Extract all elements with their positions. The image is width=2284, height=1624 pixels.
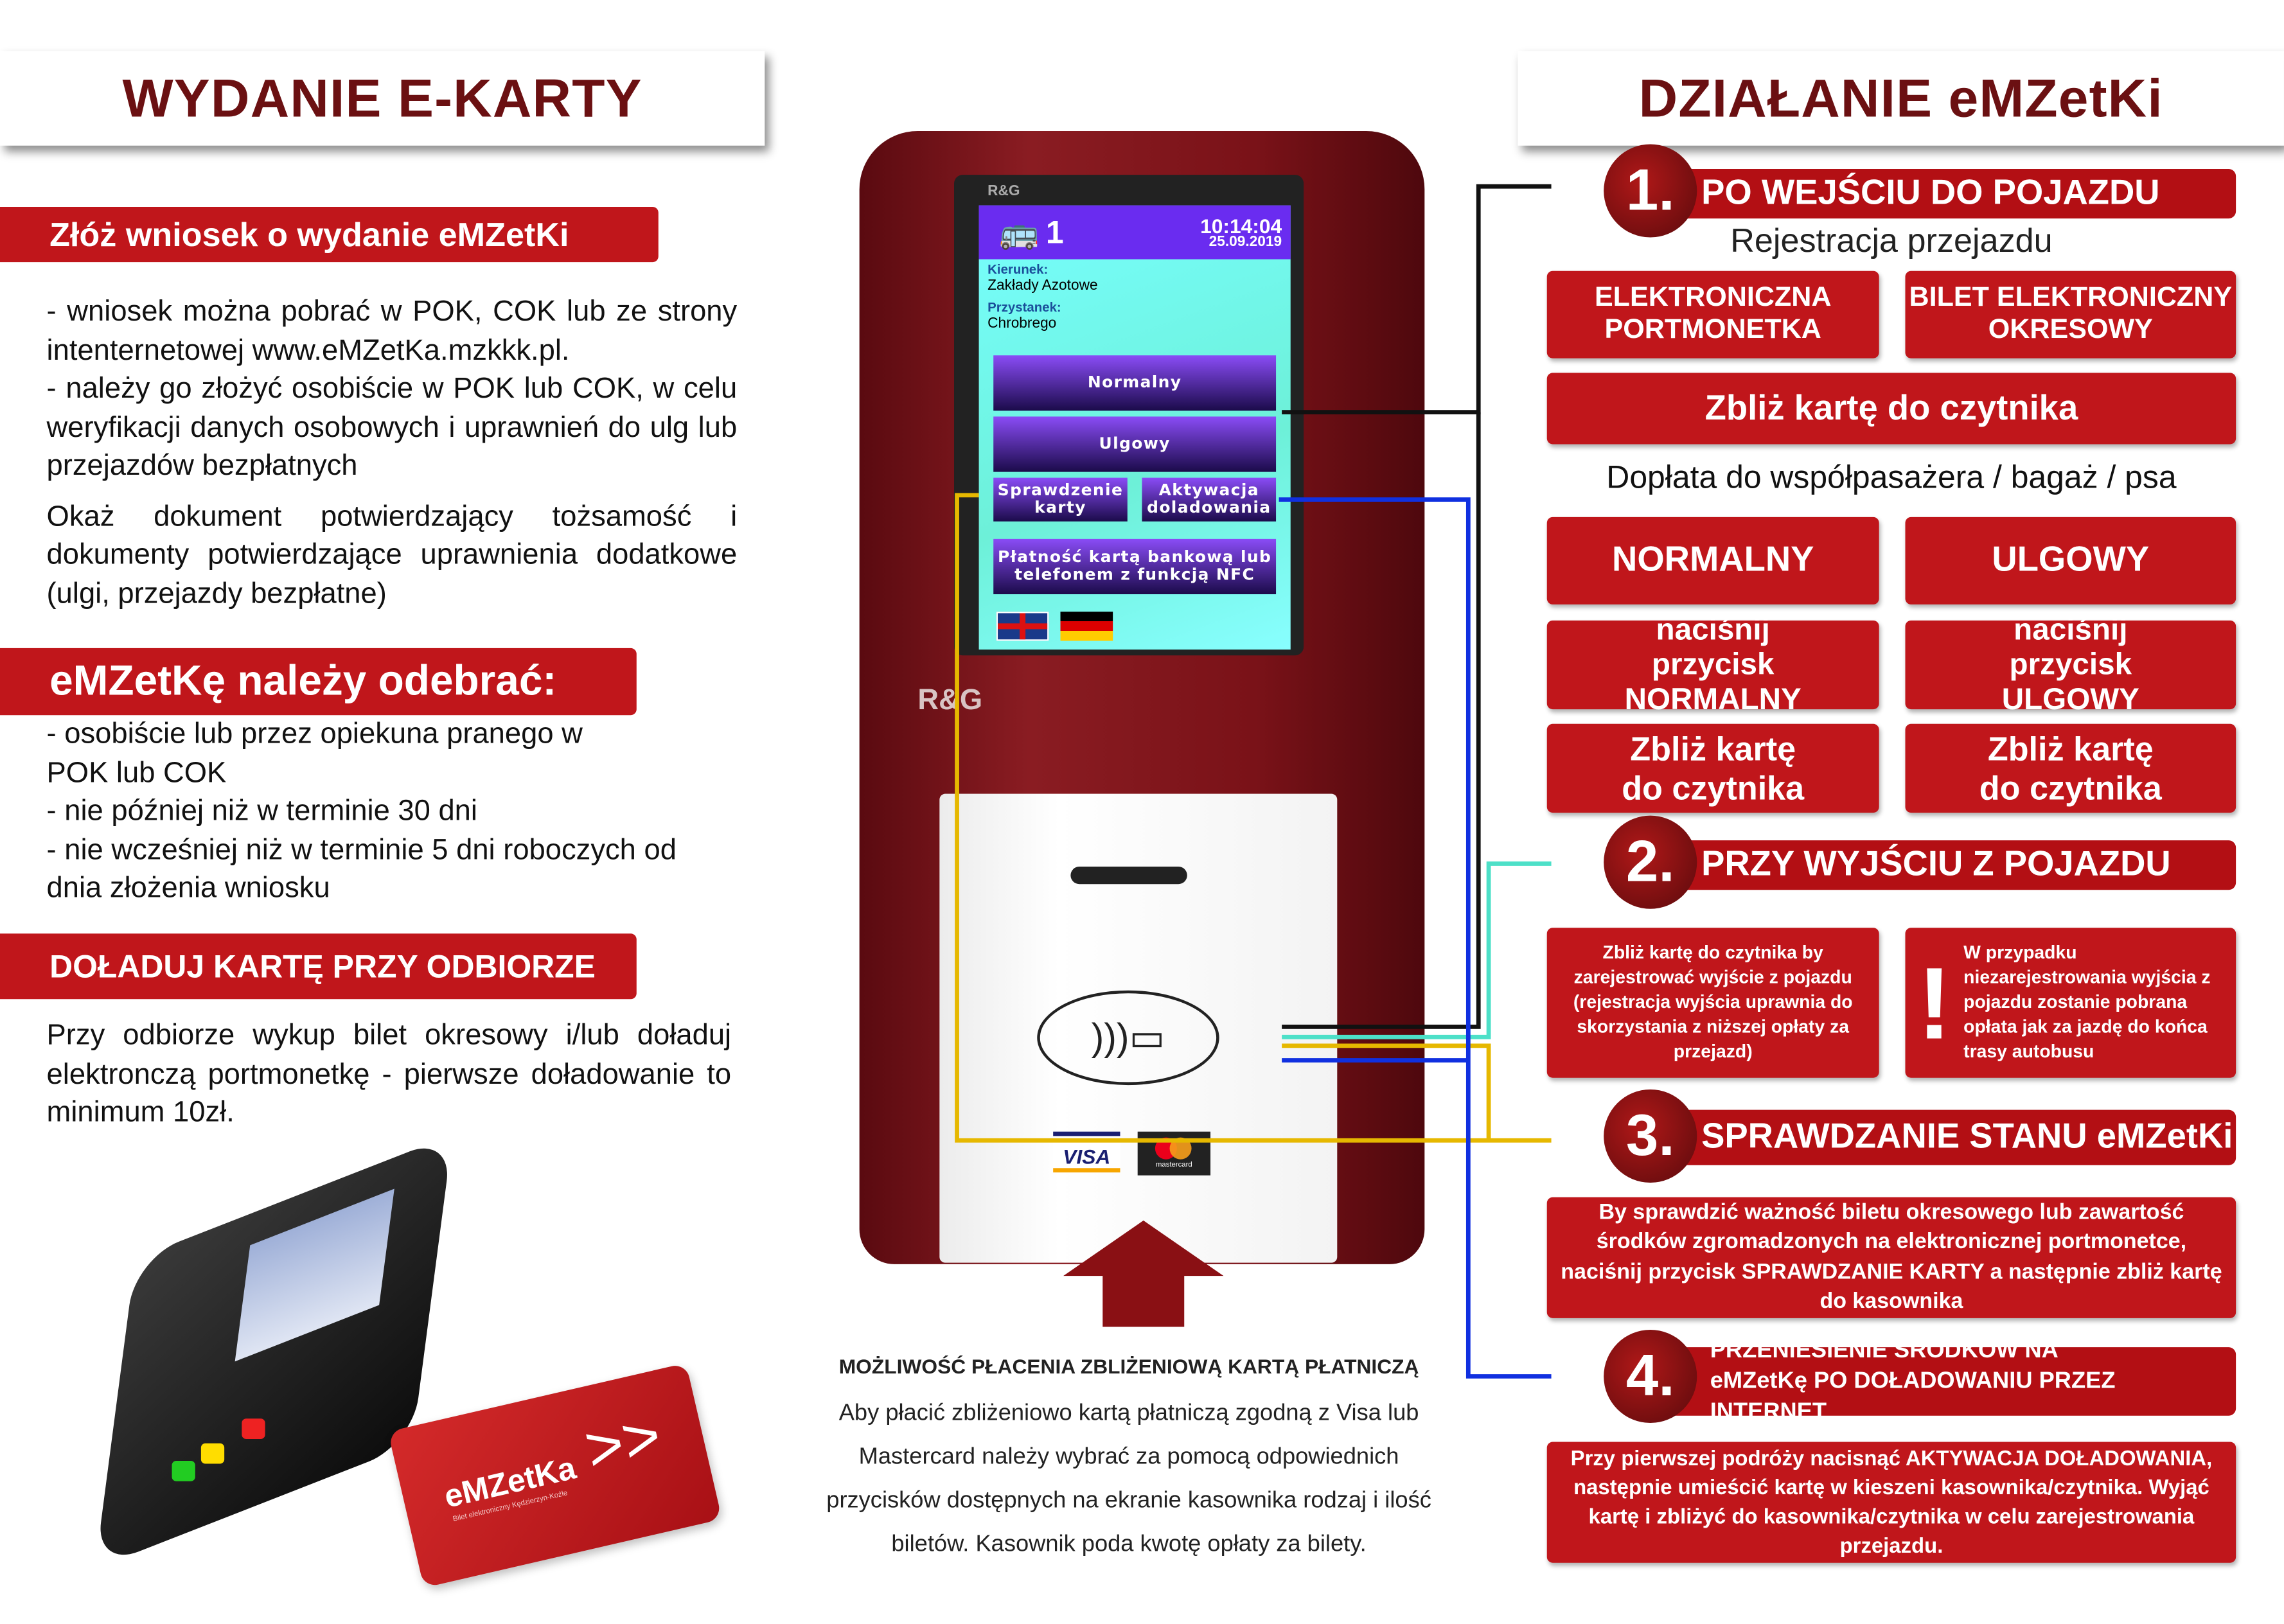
- black-line: [1282, 184, 1552, 415]
- pickup-list: - osobiście lub przez opiekuna pranego w…: [47, 715, 738, 908]
- list-item: - osobiście lub przez opiekuna pranego w…: [46, 718, 583, 789]
- line-number: 1: [1045, 214, 1064, 251]
- left-title: WYDANIE E-KARTY: [0, 51, 765, 146]
- nfc-payment-button[interactable]: Płatność kartą bankową lub telefonem z f…: [993, 538, 1277, 595]
- stop-label: Przystanek:: [987, 300, 1061, 315]
- step-number: 1.: [1604, 144, 1697, 238]
- direction-label: Kierunek:: [987, 262, 1049, 277]
- exit-warning-box: ! W przypadku niezarejestrowania wyjścia…: [1905, 928, 2236, 1078]
- activate-topup-button[interactable]: Aktywacja doladowania: [1142, 477, 1277, 522]
- check-card-button[interactable]: Sprawdzenie karty: [993, 477, 1128, 522]
- reduced-ticket-button[interactable]: Ulgowy: [993, 416, 1277, 472]
- yellow-line: [955, 493, 1552, 1143]
- step3-title: SPRAWDZANIE STANU eMZetKi: [1660, 1109, 2236, 1165]
- contactless-icon: )))▭: [1037, 990, 1219, 1086]
- step4-title: PRZENIESIENIE ŚRODKÓW NA eMZetKę PO DOŁA…: [1660, 1339, 2236, 1424]
- arrow-up-icon: [1063, 1220, 1224, 1276]
- direction-value: Zakłady Azotowe: [987, 278, 1098, 294]
- date: 25.09.2019: [1208, 234, 1282, 251]
- application-text: - wniosek można pobrać w POK, COK lub ze…: [47, 293, 738, 613]
- english-flag-icon[interactable]: [996, 612, 1049, 641]
- step-number: 3.: [1604, 1089, 1697, 1183]
- blue-line: [1279, 497, 1552, 1379]
- card-slot: [1070, 866, 1187, 885]
- section-heading-pickup: eMZetKę należy odebrać:: [0, 648, 637, 716]
- contactless-payment-info: MOŻLIWOŚĆ PŁACENIA ZBLIŻENIOWĄ KARTĄ PŁA…: [786, 1354, 1471, 1567]
- step-number: 4.: [1604, 1329, 1697, 1424]
- clock: 10:14:04: [1200, 214, 1282, 238]
- paragraph: - wniosek można pobrać w POK, COK lub ze…: [46, 296, 738, 367]
- info-line: przycisków dostępnych na ekranie kasowni…: [826, 1488, 1431, 1514]
- brand-mini: R&G: [987, 183, 1020, 200]
- paragraph: - należy go złożyć osobiście w POK lub C…: [46, 373, 738, 482]
- step1-title: PO WEJŚCIU DO POJAZDU: [1660, 168, 2236, 219]
- list-item: - nie wcześniej niż w terminie 5 dni rob…: [46, 833, 677, 905]
- approach-card-box: Zbliż kartę do czytnika: [1546, 373, 2236, 445]
- mastercard-label: mastercard: [1155, 1160, 1192, 1170]
- cyan-line: [1282, 861, 1552, 1039]
- reduced-box: ULGOWY: [1905, 516, 2236, 605]
- yellow-line: [1282, 1043, 1491, 1141]
- list-item: - nie później niż w terminie 30 dni: [46, 795, 477, 827]
- contactless-heading: MOŻLIWOŚĆ PŁACENIA ZBLIŻENIOWĄ KARTĄ PŁA…: [838, 1354, 1419, 1378]
- option-period-ticket: BILET ELEKTRONICZNY OKRESOWY: [1905, 270, 2236, 358]
- section-heading-application: Złóż wniosek o wydanie eMZetKi: [0, 206, 659, 263]
- surcharge-label: Dopłata do współpasażera / bagaż / psa: [1606, 459, 2177, 495]
- topup-text: Przy odbiorze wykup bilet okresowy i/lub…: [46, 1019, 732, 1129]
- stop-value: Chrobrego: [987, 315, 1057, 332]
- screen-header: 🚌 1 10:14:04 25.09.2019: [978, 205, 1291, 260]
- right-title: DZIAŁANIE eMZetKi: [1518, 51, 2284, 146]
- validator-screen: 🚌 1 10:14:04 25.09.2019 Kierunek: Zakład…: [978, 205, 1291, 650]
- payment-terminal-image: [70, 1134, 463, 1569]
- check-card-info: By sprawdzić ważność biletu okresowego l…: [1546, 1197, 2236, 1318]
- info-line: Mastercard należy wybrać za pomocą odpow…: [858, 1445, 1399, 1470]
- section-heading-topup: DOŁADUJ KARTĘ PRZY ODBIORZE: [0, 933, 637, 1000]
- info-line: biletów. Kasownik poda kwotę opłaty za b…: [891, 1532, 1367, 1557]
- transfer-funds-info: Przy pierwszej podróży nacisnąć AKTYWACJ…: [1546, 1442, 2236, 1563]
- step2-title: PRZY WYJŚCIU Z POJAZDU: [1660, 840, 2236, 890]
- normal-box: NORMALNY: [1546, 516, 1879, 605]
- option-e-wallet: ELEKTRONICZNA PORTMONETKA: [1546, 270, 1879, 358]
- paragraph: Okaż dokument potwierdzający tożsamość i…: [46, 500, 738, 610]
- normal-ticket-button[interactable]: Normalny: [993, 355, 1277, 411]
- step1-subtitle: Rejestracja przejazdu: [1730, 221, 2053, 260]
- exit-registration-info: Zbliż kartę do czytnika by zarejestrować…: [1546, 928, 1879, 1078]
- approach-reduced-box: Zbliż kartę do czytnika: [1905, 723, 2236, 813]
- press-normal-box: naciśnij przycisk NORMALNY: [1546, 612, 1879, 716]
- bus-icon: 🚌: [999, 214, 1040, 251]
- step-number: 2.: [1604, 815, 1697, 909]
- arrow-up-stem: [1102, 1274, 1185, 1327]
- german-flag-icon[interactable]: [1060, 612, 1113, 641]
- device-brand-logo: R&G: [917, 684, 983, 717]
- black-line: [1282, 412, 1481, 1029]
- approach-normal-box: Zbliż kartę do czytnika: [1546, 723, 1879, 813]
- info-line: Aby płacić zbliżeniowo kartą płatniczą z…: [838, 1401, 1419, 1426]
- press-reduced-box: naciśnij przycisk ULGOWY: [1905, 612, 2236, 716]
- exit-warning-text: W przypadku niezarejestrowania wyjścia z…: [1963, 942, 2211, 1062]
- exclamation-icon: !: [1917, 946, 1952, 1060]
